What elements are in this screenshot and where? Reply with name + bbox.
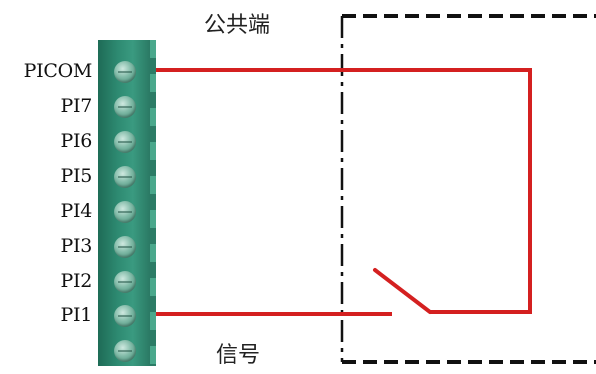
screw-terminal-picom [114, 61, 136, 83]
screw-terminal-pi5 [114, 166, 136, 188]
signal-label: 信号 [216, 343, 261, 368]
screw-terminal-pi6 [114, 131, 136, 153]
common-wire [128, 68, 532, 314]
screw-terminal-pi4 [114, 201, 136, 223]
screw-terminal-pi7 [114, 96, 136, 118]
screw-terminal-extra [114, 340, 136, 362]
screw-terminal-pi2 [114, 271, 136, 293]
pin-label-pi7: PI7 [60, 95, 93, 117]
common-terminal-label: 公共端 [204, 13, 271, 38]
terminal-block-edge [150, 40, 156, 366]
pin-label-pi3: PI3 [60, 235, 93, 257]
screw-terminal-pi1 [114, 305, 136, 327]
screw-terminal-pi3 [114, 236, 136, 258]
pin-label-pi6: PI6 [60, 130, 93, 152]
switch-blade [373, 268, 432, 314]
pin-label-pi5: PI5 [60, 165, 93, 187]
pin-label-picom: PICOM [23, 60, 93, 82]
pin-label-pi2: PI2 [60, 270, 93, 292]
terminal-block [98, 40, 156, 366]
pin-label-pi1: PI1 [60, 304, 93, 326]
pin-label-pi4: PI4 [60, 200, 93, 222]
